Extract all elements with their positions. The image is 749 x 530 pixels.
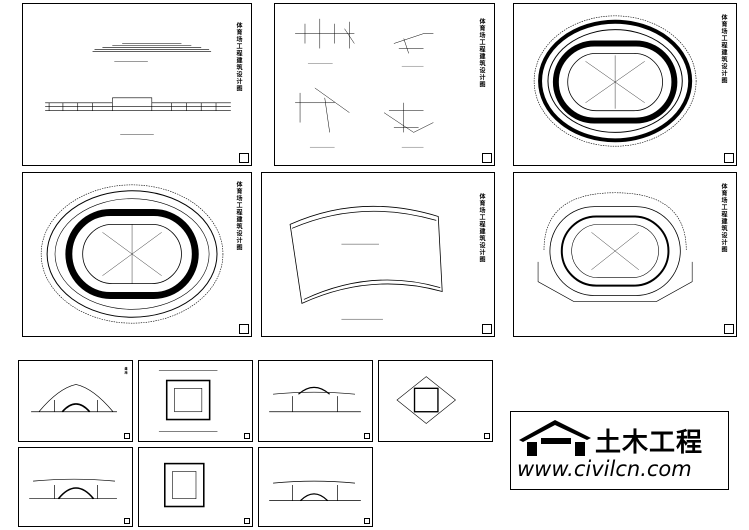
sheet-stadium-plan-1: 体育场工程建筑设计图 [513, 3, 737, 166]
sheet-stadium-plan-2: 体育场工程建筑设计图 [22, 172, 252, 337]
title-block [124, 518, 130, 524]
sheet-elevations: 体育场工程建筑设计图 [22, 3, 252, 166]
title-block [724, 324, 734, 334]
brand-url[interactable]: www.civilcn.com [517, 457, 692, 481]
stadium-plan-drawing [40, 184, 224, 324]
sheet-stadium-plan-3: 体育场工程建筑设计图 [513, 172, 737, 337]
title-block [239, 324, 249, 334]
stadium-plan-drawing [537, 192, 693, 302]
sheet-vertical-title: 体育场工程建筑设计图 [235, 22, 242, 92]
title-block [124, 433, 130, 439]
sheet-vertical-title: 体育场工程建筑设计图 [478, 18, 485, 88]
title-block [244, 518, 250, 524]
sheet-roof-plan: 体育场工程建筑设计图 [261, 172, 495, 337]
civilcn-watermark: 土木工程 www.civilcn.com [510, 411, 729, 490]
title-block [364, 518, 370, 524]
sheet-small-elevation-3 [18, 447, 133, 527]
house-logo-icon [519, 420, 591, 456]
plan-drawing [396, 376, 456, 424]
plan-drawing [158, 370, 218, 432]
sheet-vertical-title: 建施 [124, 367, 128, 375]
elevation-drawing [31, 384, 117, 413]
title-block [239, 153, 249, 163]
sheet-vertical-title: 体育场工程建筑设计图 [720, 14, 727, 84]
plan-drawing [164, 462, 205, 508]
elevation-drawing [269, 480, 361, 502]
sheet-small-elevation-2 [258, 360, 373, 442]
title-block [364, 433, 370, 439]
roof-plan-drawing [289, 205, 443, 320]
elevation-drawings [45, 43, 231, 135]
sheet-vertical-title: 体育场工程建筑设计图 [478, 193, 485, 263]
title-block [724, 153, 734, 163]
title-block [482, 324, 492, 334]
stadium-plan-drawing [533, 15, 697, 147]
sheet-vertical-title: 体育场工程建筑设计图 [235, 181, 242, 251]
sheet-details: 体育场工程建筑设计图 [274, 3, 495, 166]
title-block [244, 433, 250, 439]
sheet-vertical-title: 体育场工程建筑设计图 [720, 183, 727, 253]
title-block [484, 433, 490, 439]
sheet-small-elevation-1: 建施 [18, 360, 133, 442]
sheet-small-plan-2 [378, 360, 493, 442]
sheet-small-plan-3 [138, 447, 253, 527]
detail-drawings [295, 18, 434, 148]
sheet-small-plan-1 [138, 360, 253, 442]
brand-name-cn: 土木工程 [595, 428, 704, 458]
elevation-drawing [269, 386, 361, 413]
title-block [482, 153, 492, 163]
sheet-small-elevation-4 [258, 447, 373, 527]
elevation-drawing [29, 478, 117, 500]
